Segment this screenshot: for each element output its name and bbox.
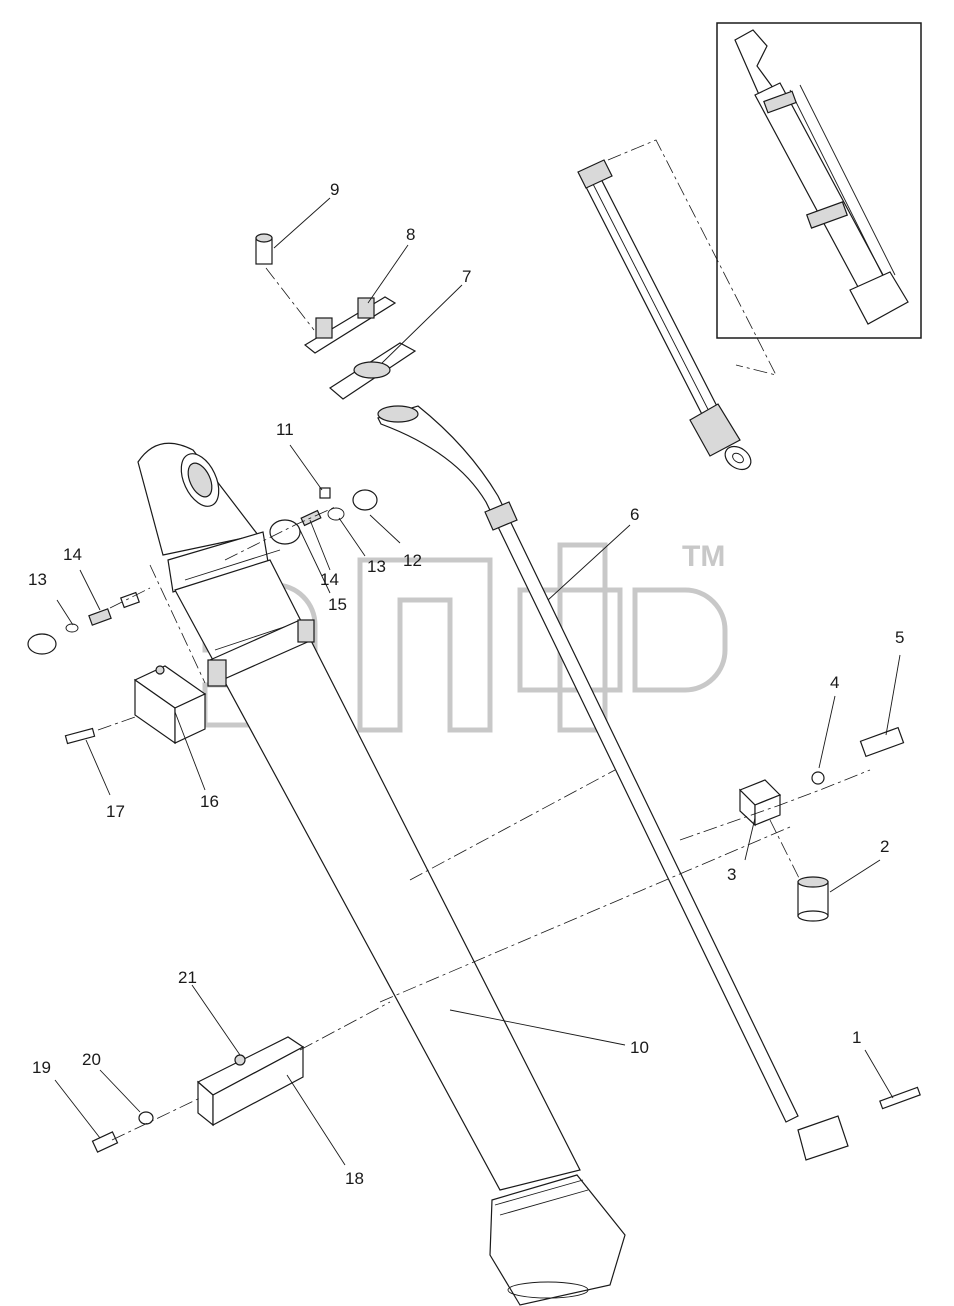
cap-screw-9[interactable] [255, 233, 273, 265]
callout-13-right: 13 [367, 557, 386, 576]
assembled-cylinder [577, 159, 752, 471]
hydraulic-pipe[interactable] [377, 405, 849, 1161]
callout-3: 3 [727, 865, 736, 884]
callout-1: 1 [852, 1028, 861, 1047]
callout-14-left: 14 [63, 545, 82, 564]
callout-2: 2 [880, 837, 889, 856]
washer-20[interactable] [138, 1111, 154, 1125]
lower-clamp-block-18[interactable] [196, 1036, 305, 1127]
washer-4[interactable] [811, 771, 825, 785]
callout-5: 5 [895, 628, 904, 647]
inset-leader [607, 139, 777, 376]
screw-17[interactable] [64, 727, 96, 745]
valve-block-16[interactable] [133, 665, 207, 745]
flange-plate[interactable] [328, 342, 417, 400]
callout-18: 18 [345, 1169, 364, 1188]
callout-15: 15 [328, 595, 347, 614]
callout-8: 8 [406, 225, 415, 244]
port-fittings[interactable] [269, 487, 378, 545]
trademark-text: TM [682, 540, 725, 573]
callout-7: 7 [462, 267, 471, 286]
callout-11: 11 [276, 420, 294, 439]
bracket-3[interactable] [738, 779, 782, 827]
callout-14-right: 14 [320, 570, 339, 589]
callout-17: 17 [106, 802, 125, 821]
callout-21: 21 [178, 968, 197, 987]
fitting-13[interactable] [27, 591, 140, 655]
callout-16: 16 [200, 792, 219, 811]
leader-lines [54, 197, 901, 1166]
callout-4: 4 [830, 673, 839, 692]
axis-right [409, 769, 871, 881]
axis-16 [109, 564, 206, 684]
callout-20: 20 [82, 1050, 101, 1069]
axis-9 [265, 267, 315, 331]
inset-reference-view [716, 22, 922, 339]
bolt-1[interactable] [879, 1086, 921, 1110]
callout-19: 19 [32, 1058, 51, 1077]
barrel-clamp[interactable] [207, 619, 315, 687]
bolt-19[interactable] [91, 1131, 119, 1153]
axis-upper-ports [224, 506, 336, 561]
callout-9: 9 [330, 180, 339, 199]
axis-lower [111, 1001, 391, 1141]
callouts: 1 2 3 4 5 6 7 8 9 10 11 12 13 13 14 14 1… [28, 180, 904, 1188]
callout-12: 12 [403, 551, 422, 570]
callout-6: 6 [630, 505, 639, 524]
callout-13-left: 13 [28, 570, 47, 589]
clamp-plate[interactable] [303, 296, 397, 354]
axis-17 [97, 715, 139, 731]
bolt-5[interactable] [859, 726, 905, 758]
bushing-2[interactable] [797, 876, 829, 922]
callout-10: 10 [630, 1038, 649, 1057]
main-cylinder-barrel[interactable] [137, 442, 626, 1306]
